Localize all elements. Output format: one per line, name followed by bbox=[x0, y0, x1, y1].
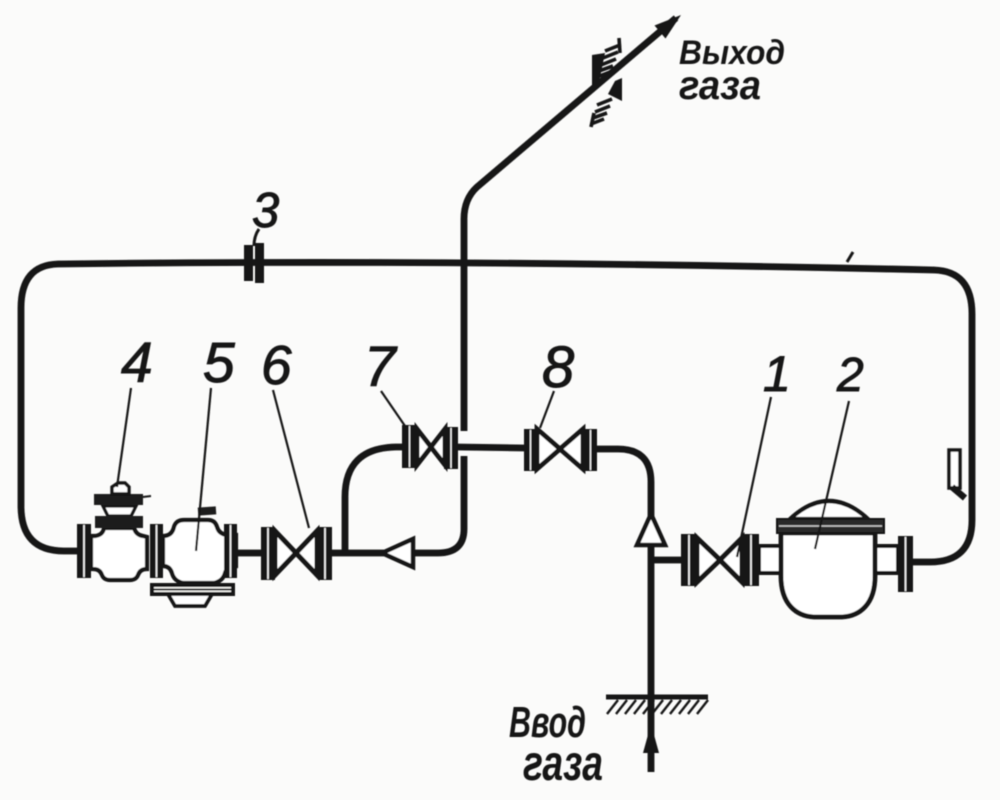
svg-text:3: 3 bbox=[252, 184, 279, 238]
svg-text:2: 2 bbox=[836, 349, 864, 402]
svg-text:7: 7 bbox=[364, 335, 398, 399]
svg-text:газа: газа bbox=[523, 735, 603, 791]
svg-text:5: 5 bbox=[203, 331, 235, 395]
svg-text:6: 6 bbox=[261, 334, 292, 396]
svg-text:1: 1 bbox=[763, 346, 791, 402]
svg-text:Выход: Выход bbox=[679, 34, 785, 72]
svg-text:8: 8 bbox=[542, 335, 574, 400]
svg-text:Ввод: Ввод bbox=[509, 698, 586, 747]
svg-text:газа: газа bbox=[679, 62, 761, 108]
svg-text:4: 4 bbox=[121, 331, 153, 395]
